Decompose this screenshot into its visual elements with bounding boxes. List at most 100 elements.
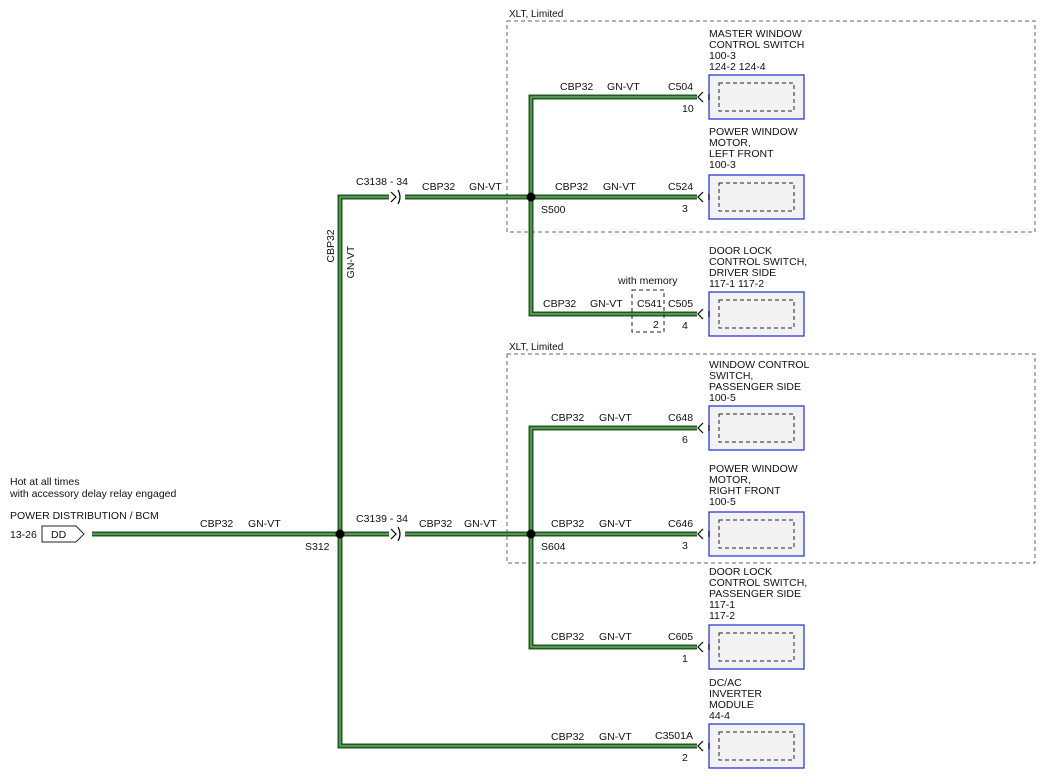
- memory-option: with memory C541 2: [617, 275, 678, 333]
- component-inner-box: [718, 413, 795, 443]
- color-label: GN-VT: [603, 181, 636, 193]
- color-label: GN-VT: [599, 731, 632, 743]
- component-title-line: 100-3: [709, 159, 736, 171]
- component-inner-box: [718, 731, 795, 761]
- component-title-line: RIGHT FRONT: [709, 485, 781, 497]
- color-label: GN-VT: [607, 81, 640, 93]
- wire-set: [92, 94, 697, 749]
- pin-number: 3: [682, 203, 688, 215]
- component-title-line: PASSENGER SIDE: [709, 588, 801, 600]
- component-title-line: CONTROL SWITCH,: [709, 577, 807, 589]
- pin-arrow-icon: [697, 641, 710, 653]
- circuit-label: CBP32: [551, 412, 584, 424]
- circuit-label: CBP32: [551, 731, 584, 743]
- component-title-line: 117-2: [709, 610, 735, 622]
- memory-pin-label: 2: [653, 319, 659, 331]
- color-label: GN-VT: [599, 518, 632, 530]
- splice-s500-label: S500: [541, 204, 566, 216]
- circuit-label: CBP32: [555, 181, 588, 193]
- component-title-line: POWER WINDOW: [709, 463, 798, 475]
- component-title-line: DC/AC: [709, 677, 742, 689]
- component-title-line: CONTROL SWITCH,: [709, 256, 807, 268]
- splice-s604-label: S604: [541, 541, 566, 553]
- component-title-line: PASSENGER SIDE: [709, 381, 801, 393]
- connector-label: C505: [668, 298, 693, 310]
- component-inner-box: [718, 519, 795, 549]
- component-box: [708, 74, 805, 120]
- splice-s604-dot: [526, 529, 536, 539]
- component-title-line: DOOR LOCK: [709, 245, 772, 257]
- connector-label: C646: [668, 518, 693, 530]
- color-label: GN-VT: [590, 298, 623, 310]
- component-title-line: POWER WINDOW: [709, 126, 798, 138]
- pin-number: 1: [682, 653, 688, 665]
- pin-arrow-icon: [697, 422, 710, 434]
- component-title-line: SWITCH,: [709, 370, 753, 382]
- option-group-lower: [506, 353, 1036, 564]
- color-label: GN-VT: [599, 631, 632, 643]
- component-title-line: 117-1: [709, 599, 735, 611]
- component-title-line: MOTOR,: [709, 474, 751, 486]
- component-box: [708, 174, 805, 220]
- inline-connector-lower-label: C3139 - 34: [356, 513, 408, 525]
- inline-connector-upper-label: C3138 - 34: [356, 176, 408, 188]
- connector-label: C605: [668, 631, 693, 643]
- memory-option-box: [631, 289, 665, 333]
- circuit-label: CBP32: [419, 518, 452, 530]
- source-note-line-2: with accessory delay relay engaged: [9, 488, 177, 500]
- source-note-line-1: Hot at all times: [10, 476, 79, 488]
- color-label: GN-VT: [248, 518, 281, 530]
- inline-connector-lower: C3139 - 34: [356, 513, 408, 542]
- component-title-line: WINDOW CONTROL: [709, 359, 809, 371]
- component-title-line: 100-5: [709, 496, 736, 508]
- component-box: [708, 291, 805, 337]
- color-label: GN-VT: [469, 181, 502, 193]
- component-title-line: 100-5: [709, 392, 736, 404]
- component-inner-box: [718, 82, 795, 112]
- pin-number: 4: [682, 320, 688, 332]
- inline-connector-lower-icon: [390, 526, 401, 542]
- component-box: [708, 405, 805, 451]
- pin-arrow-icon: [697, 740, 710, 752]
- option-group-upper: [506, 20, 1036, 233]
- pin-number: 2: [682, 752, 688, 764]
- component-box: [708, 511, 805, 557]
- color-label-vertical: GN-VT: [345, 245, 357, 278]
- pin-arrow-icon: [697, 91, 710, 103]
- circuit-label: CBP32: [543, 298, 576, 310]
- circuit-label-vertical: CBP32: [325, 229, 337, 262]
- circuit-label: CBP32: [422, 181, 455, 193]
- splice-s312-label: S312: [305, 541, 330, 553]
- pin-number: 6: [682, 434, 688, 446]
- pin-number: 3: [682, 540, 688, 552]
- component-title-line: CONTROL SWITCH: [709, 39, 804, 51]
- memory-option-label: with memory: [617, 275, 678, 287]
- source-tag: DD: [51, 529, 67, 541]
- connector-label: C504: [668, 81, 693, 93]
- component-title-line: MODULE: [709, 699, 754, 711]
- component-title-line: 100-3: [709, 50, 736, 62]
- wire-s604-branch: [528, 425, 697, 650]
- source-name: POWER DISTRIBUTION / BCM: [10, 510, 159, 522]
- pin-number: 10: [682, 103, 694, 115]
- power-source: Hot at all times with accessory delay re…: [9, 476, 177, 543]
- connector-label: C524: [668, 181, 693, 193]
- component-title-line: INVERTER: [709, 688, 762, 700]
- inline-connector-upper: C3138 - 34: [356, 176, 408, 205]
- source-ref: 13-26: [10, 529, 37, 541]
- component-title-line: 44-4: [709, 710, 730, 722]
- component-box: [708, 624, 805, 670]
- source-connector-icon: [41, 525, 85, 543]
- component-title-line: DOOR LOCK: [709, 566, 772, 578]
- circuit-label: CBP32: [551, 631, 584, 643]
- component-title-line: MOTOR,: [709, 137, 751, 149]
- option-group-lower-label: XLT, Limited: [509, 342, 563, 353]
- component-title-line: 124-2 124-4: [709, 61, 766, 73]
